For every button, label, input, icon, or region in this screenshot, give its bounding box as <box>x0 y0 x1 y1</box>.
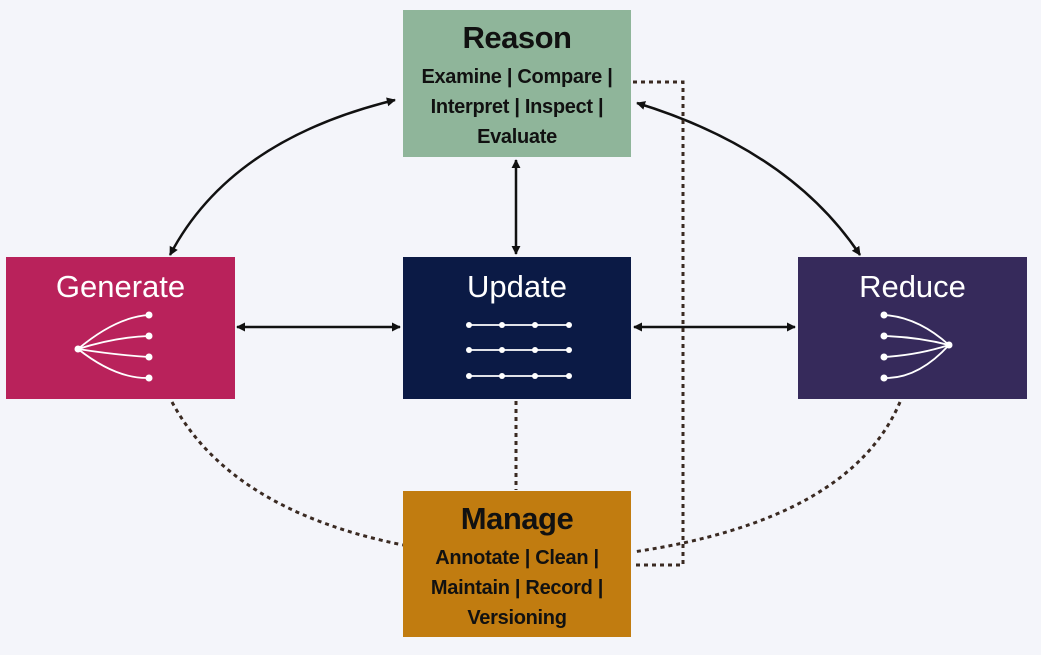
fan-out-icon <box>74 311 153 382</box>
update-title: Update <box>467 269 567 304</box>
generate-node: Generate <box>6 257 235 399</box>
reason-title: Reason <box>462 20 572 55</box>
manage-title: Manage <box>460 501 574 536</box>
reduce-title: Reduce <box>859 269 966 304</box>
generate-title: Generate <box>55 269 186 304</box>
reason-subtitle: Examine | Compare | Interpret | Inspect … <box>421 66 613 148</box>
manage-node: Manage Annotate | Clean | Maintain | Rec… <box>403 491 631 637</box>
dotted-generate-manage <box>170 401 404 547</box>
dotted-reason-manage <box>633 80 685 567</box>
update-node: Update <box>403 257 631 399</box>
reason-node: Reason Examine | Compare | Interpret | I… <box>403 10 631 157</box>
dotted-reduce-manage <box>632 401 902 554</box>
arrow-reason-reduce <box>636 101 862 256</box>
fan-in-icon <box>880 311 953 382</box>
timeline-icon <box>466 322 572 379</box>
arrow-reason-generate <box>168 97 396 256</box>
reduce-node: Reduce <box>798 257 1027 399</box>
manage-subtitle: Annotate | Clean | Maintain | Record | V… <box>430 547 604 629</box>
